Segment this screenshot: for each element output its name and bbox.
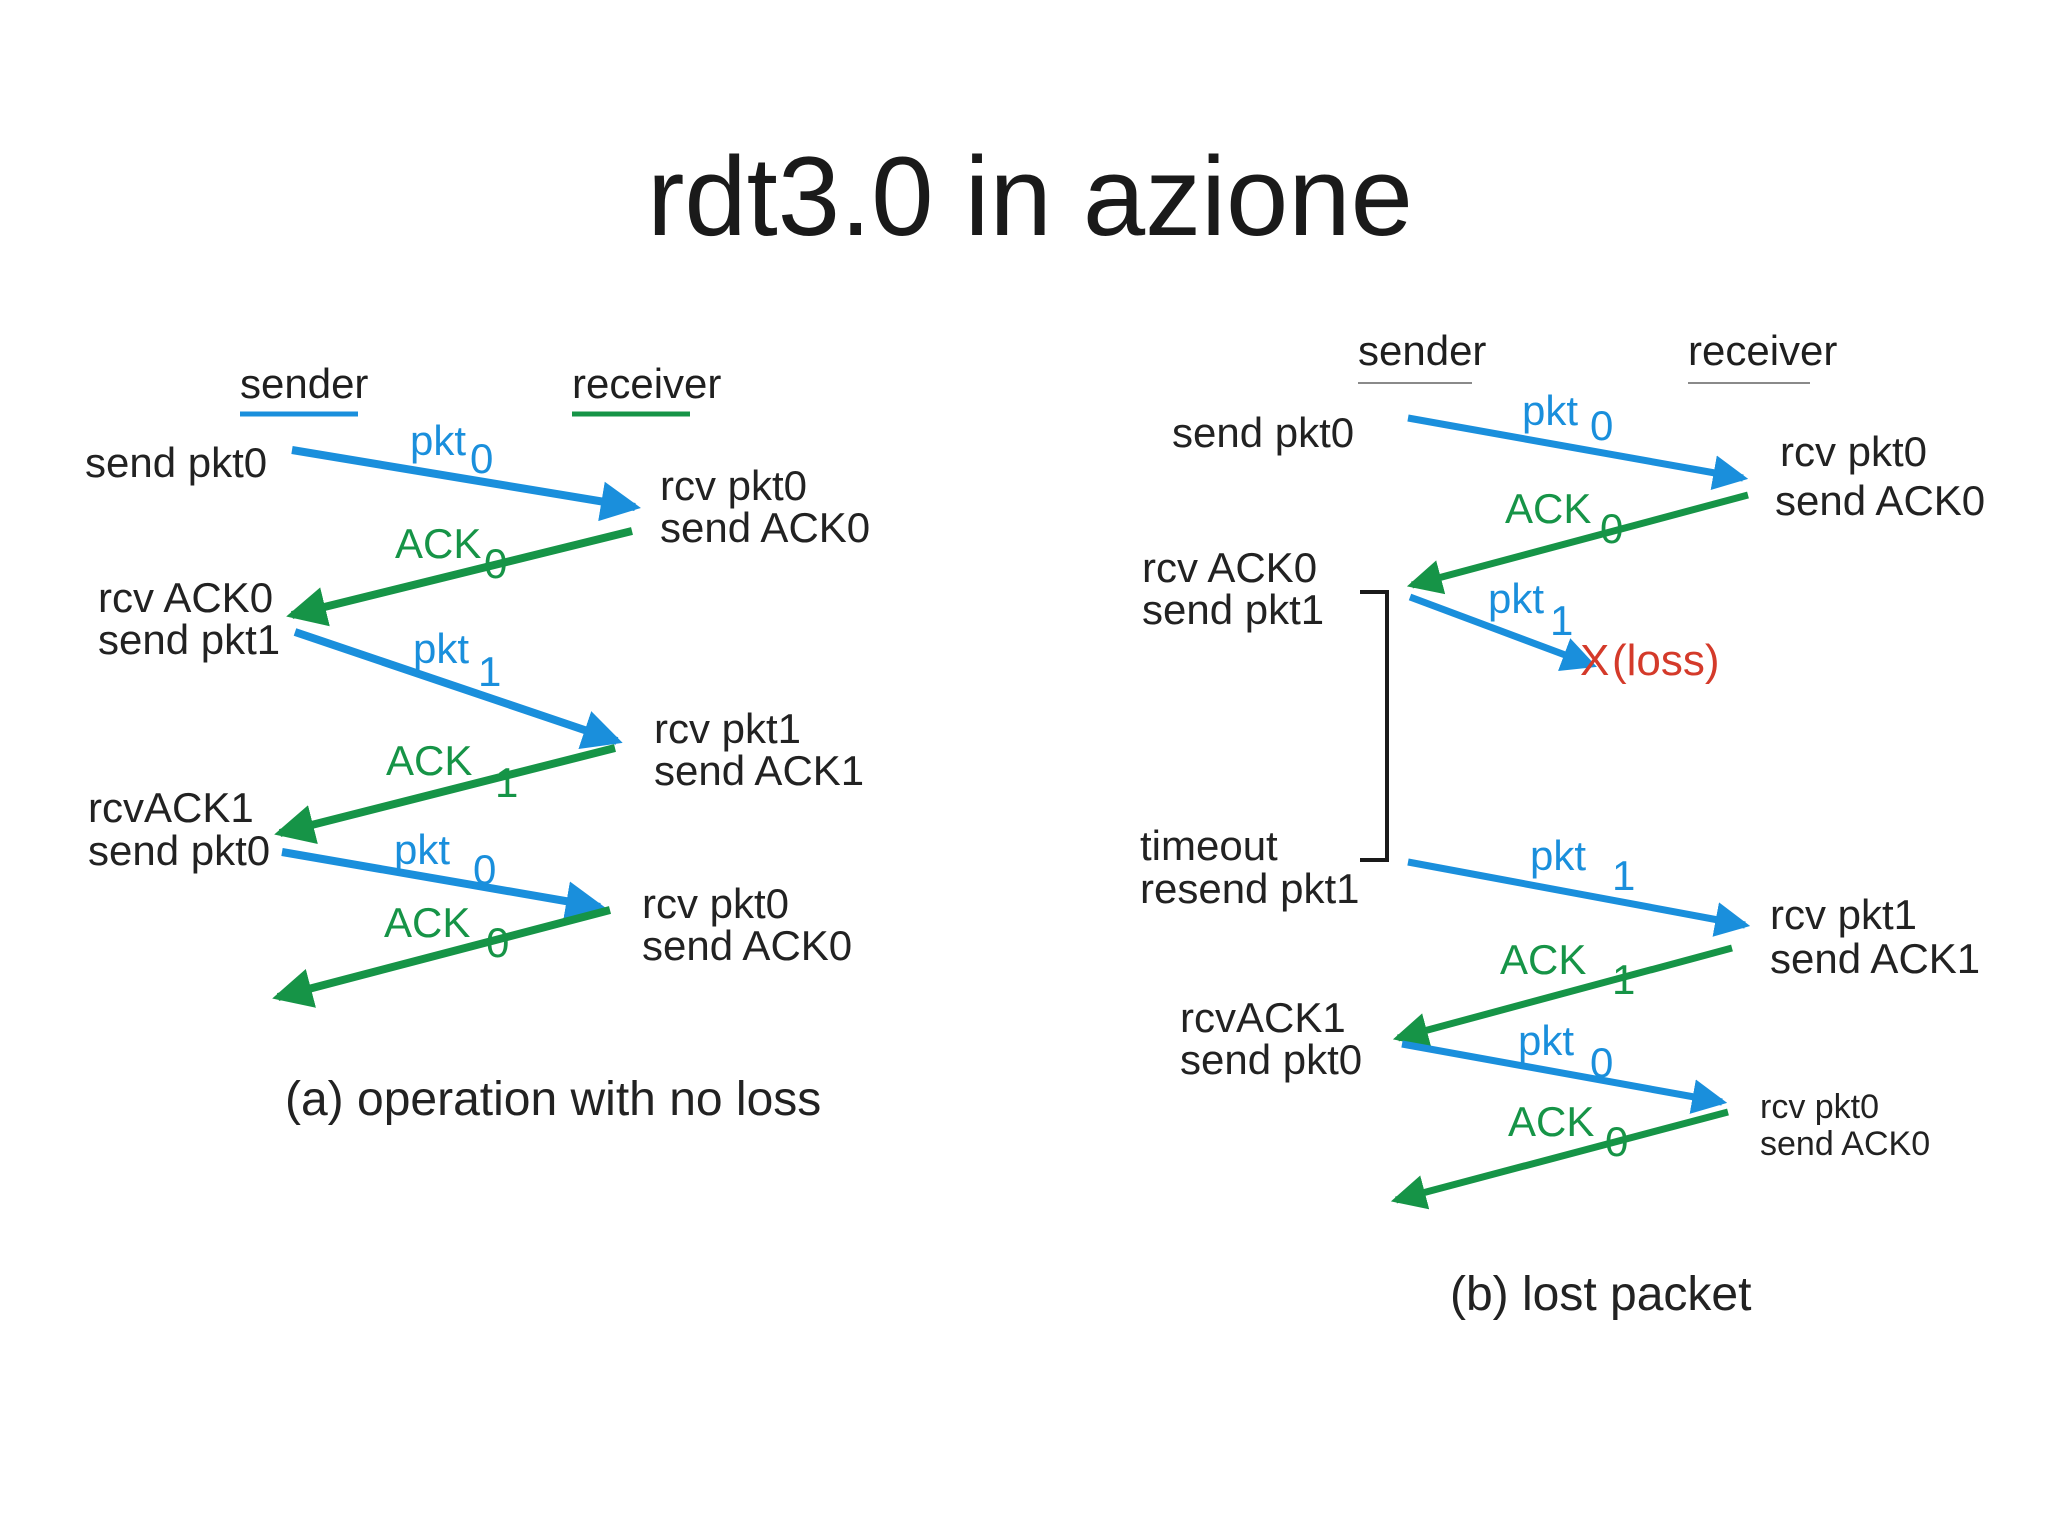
receiver-header: receiver	[1688, 327, 1837, 374]
sender-header: sender	[240, 360, 368, 407]
pkt-arrow-lost	[1408, 593, 1597, 671]
message-word: pkt	[394, 826, 450, 873]
message-word: pkt	[1488, 575, 1544, 622]
receiver-label: rcv pkt1	[654, 705, 801, 752]
slide-title: rdt3.0 in azione	[647, 134, 1413, 259]
sender-label: rcvACK1	[88, 784, 254, 831]
sender-label: send pkt0	[1172, 409, 1354, 456]
sender-label: rcv ACK0	[98, 574, 273, 621]
timeout-bracket	[1360, 590, 1389, 862]
message-word: pkt	[413, 625, 469, 672]
sender-label: timeout	[1140, 822, 1278, 869]
message-number: 0	[470, 435, 493, 482]
receiver-header: receiver	[572, 360, 721, 407]
sender-label: send pkt0	[88, 827, 270, 874]
receiver-label: send ACK0	[660, 504, 870, 551]
message-number: 0	[1590, 402, 1613, 449]
message-word: pkt	[1530, 832, 1586, 879]
pkt-arrow	[291, 446, 641, 522]
pkt-arrow	[1407, 414, 1749, 490]
sender-label: send pkt0	[85, 439, 267, 486]
panel-a: sender receiver send pkt0 rcv ACK0 send …	[85, 360, 870, 1126]
message-number: 1	[1612, 956, 1635, 1003]
sender-header: sender	[1358, 327, 1486, 374]
ack-arrow	[286, 527, 633, 627]
message-word: ACK	[386, 737, 472, 784]
message-word: pkt	[1522, 387, 1578, 434]
sender-label: resend pkt1	[1140, 865, 1359, 912]
receiver-label: send ACK1	[1770, 935, 1980, 982]
receiver-label: rcv pkt0	[660, 462, 807, 509]
message-number: 0	[486, 919, 509, 966]
receiver-label: send ACK1	[654, 747, 864, 794]
sender-label: send pkt1	[1142, 586, 1324, 633]
sender-label: send pkt1	[98, 616, 280, 663]
message-number: 0	[484, 540, 507, 587]
message-number: 1	[495, 759, 518, 806]
message-word: pkt	[1518, 1017, 1574, 1064]
receiver-label: send ACK0	[1760, 1125, 1930, 1163]
message-number: 0	[1605, 1118, 1628, 1165]
message-word: ACK	[1500, 936, 1586, 983]
message-word: ACK	[1505, 485, 1591, 532]
loss-label: (loss)	[1612, 636, 1720, 685]
pkt-arrow	[1401, 1040, 1728, 1114]
caption: (b) lost packet	[1450, 1268, 1751, 1321]
message-word: ACK	[384, 899, 470, 946]
sender-label: send pkt0	[1180, 1036, 1362, 1083]
message-word: ACK	[395, 520, 481, 567]
pkt-arrow	[281, 848, 606, 921]
message-number: 1	[1550, 597, 1573, 644]
caption: (a) operation with no loss	[285, 1073, 821, 1126]
message-number: 0	[473, 846, 496, 893]
message-word: pkt	[410, 417, 466, 464]
receiver-label: send ACK0	[1775, 477, 1985, 524]
sender-label: rcvACK1	[1180, 994, 1346, 1041]
message-number: 0	[1590, 1039, 1613, 1086]
pkt-arrow	[293, 628, 623, 750]
ack-arrow	[272, 906, 612, 1008]
ack-arrow	[1392, 944, 1733, 1048]
ack-arrow	[1406, 491, 1749, 595]
ack-arrow	[274, 744, 616, 845]
receiver-label: rcv pkt1	[1770, 891, 1917, 938]
ack-arrow	[1390, 1108, 1729, 1210]
message-number: 1	[478, 648, 501, 695]
message-number: 1	[1612, 852, 1635, 899]
loss-x-mark: X	[1580, 636, 1609, 685]
pkt-arrow	[1407, 858, 1751, 937]
receiver-label: send ACK0	[642, 922, 852, 969]
receiver-label: rcv pkt0	[642, 880, 789, 927]
sender-label: rcv ACK0	[1142, 544, 1317, 591]
receiver-label: rcv pkt0	[1760, 1088, 1879, 1126]
message-word: ACK	[1508, 1098, 1594, 1145]
message-number: 0	[1600, 505, 1623, 552]
panel-b: sender receiver send pkt0 rcv ACK0 send …	[1140, 327, 1985, 1321]
receiver-label: rcv pkt0	[1780, 428, 1927, 475]
